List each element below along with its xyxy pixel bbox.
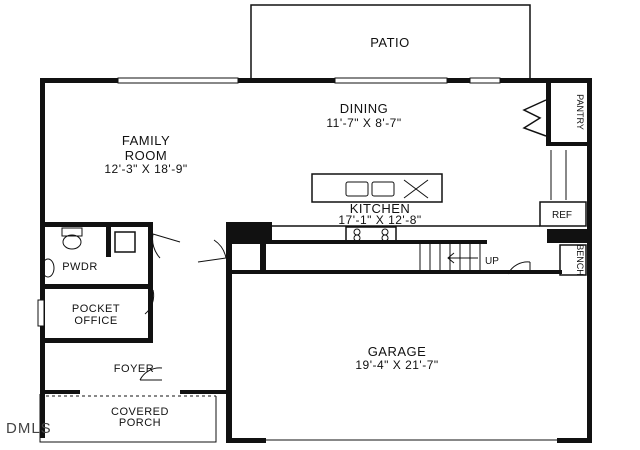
family-room-label-1: FAMILY: [122, 133, 170, 148]
watermark-logo: DMLS: [6, 420, 52, 437]
kitchen-counter: [272, 225, 540, 243]
patio-label: PATIO: [370, 35, 410, 50]
covered-porch-label-1: COVERED: [111, 406, 169, 418]
garage-label: GARAGE: [368, 344, 427, 359]
garage-dims: 19'-4" X 21'-7": [355, 358, 438, 372]
patio-outline: [250, 4, 531, 80]
covered-porch-label-2: PORCH: [119, 417, 161, 429]
powder-fixtures: [41, 227, 136, 278]
refrigerator: [539, 150, 587, 227]
kitchen-island: [311, 173, 443, 203]
pocket-office-label-1: POCKET: [72, 303, 120, 315]
top-windows: [117, 77, 501, 84]
bench-area: [547, 229, 587, 276]
ref-label: REF: [552, 210, 572, 221]
stairs: [419, 244, 481, 270]
porch-outline: [39, 394, 217, 443]
family-room-label-2: ROOM: [125, 148, 167, 163]
foyer-label: FOYER: [114, 363, 154, 375]
pantry-closet: [522, 83, 587, 146]
pantry-label: PANTRY: [575, 94, 585, 130]
interior-walls: [40, 222, 562, 440]
exterior-walls: [40, 78, 592, 443]
kitchen-dims: 17'-1" X 12'-8": [338, 213, 421, 227]
door-swings: [139, 233, 531, 381]
dining-label: DINING: [340, 101, 389, 116]
stairs-up-label: UP: [485, 256, 499, 267]
left-window: [37, 299, 45, 327]
bench-label: BENCH: [575, 244, 585, 276]
pwdr-label: PWDR: [62, 261, 98, 273]
family-room-dims: 12'-3" X 18'-9": [104, 162, 187, 176]
dining-dims: 11'-7" X 8'-7": [326, 116, 401, 130]
kitchen-label: KITCHEN: [350, 201, 411, 216]
pocket-office-label-2: OFFICE: [74, 315, 117, 327]
